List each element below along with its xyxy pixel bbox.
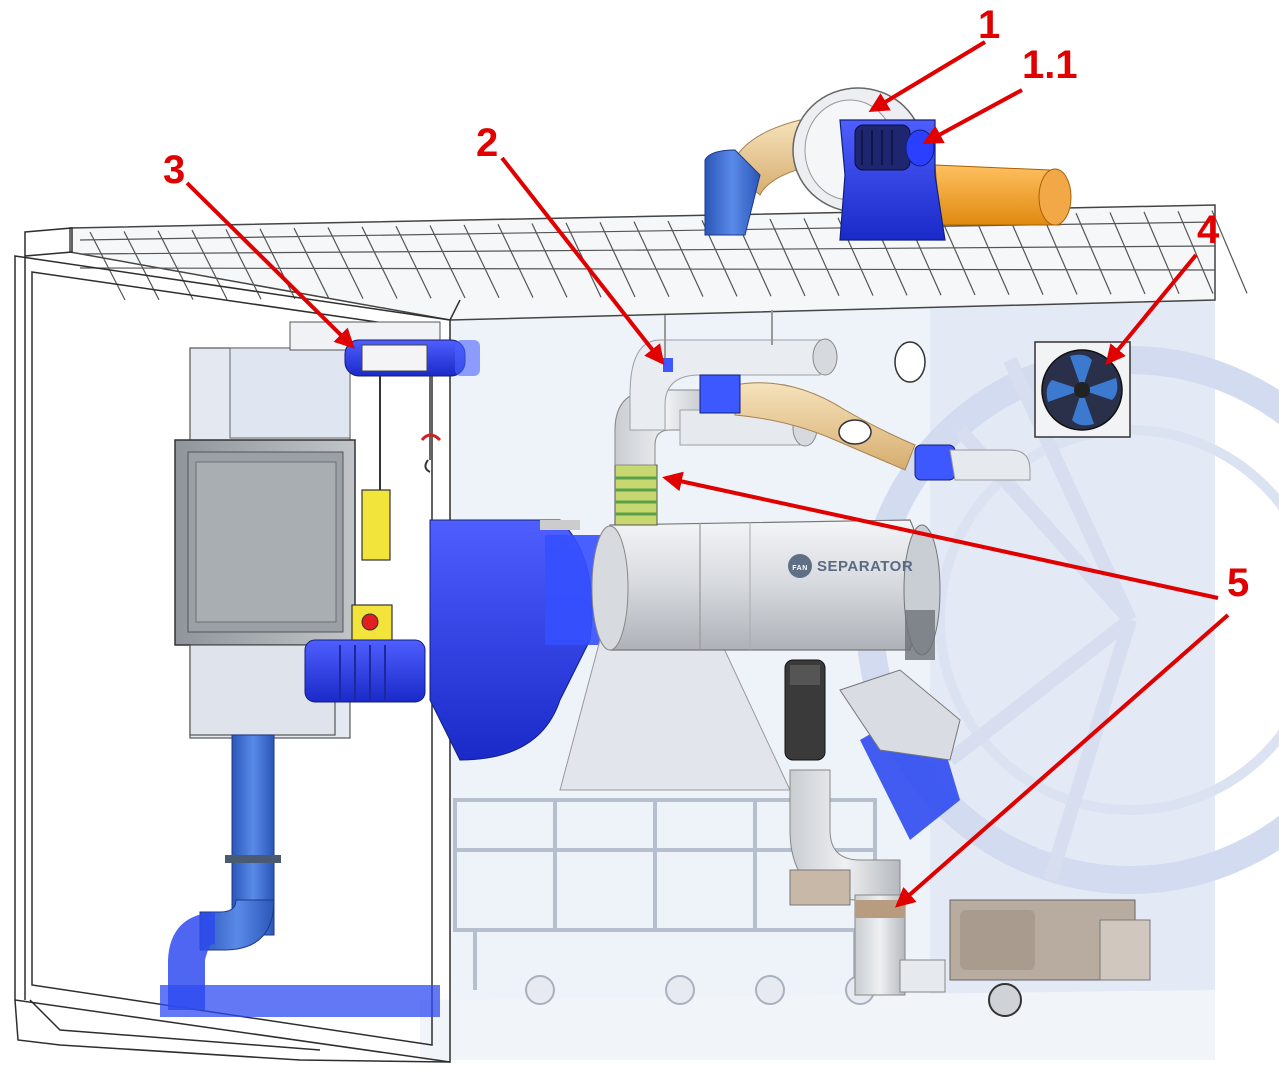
grating-slat [1177, 210, 1214, 294]
arrow-1-1 [922, 88, 1023, 144]
grating-slat [1041, 213, 1078, 295]
callout-4: 4 [1197, 208, 1220, 252]
wall-fan [1034, 341, 1131, 438]
callout-1-1: 1.1 [1022, 43, 1078, 87]
grating-slat [395, 225, 432, 299]
wall-opening [894, 341, 926, 383]
grating-slat [803, 218, 840, 297]
grating-slat [191, 229, 228, 300]
grating-slat [259, 228, 296, 300]
grating-slat [599, 221, 636, 298]
separator-logo [788, 554, 812, 578]
grating-slat [327, 227, 364, 299]
grating-slat [769, 218, 806, 297]
ducting [614, 310, 1031, 481]
callout-5: 5 [1227, 561, 1249, 605]
separator-brand-label: SEPARATOR [817, 558, 913, 575]
grating-slat [429, 225, 466, 299]
arrow-1 [868, 40, 987, 113]
callout-2: 2 [476, 121, 498, 165]
grating-slat [1109, 212, 1146, 295]
grating-slat [1075, 212, 1112, 295]
callout-3: 3 [163, 148, 185, 192]
callout-arrows [185, 40, 1230, 908]
grating-slat [497, 223, 534, 298]
grating-slat [1007, 214, 1044, 295]
discharge-chute [839, 669, 961, 840]
grating-slat [225, 229, 262, 300]
arrow-5b [894, 613, 1230, 908]
arrow-2 [500, 156, 665, 366]
grating-slat [939, 215, 976, 296]
grating-slat [531, 223, 568, 298]
grating-rail [79, 245, 1216, 255]
callout-1: 1 [978, 3, 1000, 47]
drain-pipe-left [160, 734, 440, 1017]
grating-slat [667, 220, 704, 297]
grating-slat [361, 226, 398, 299]
callout-labels: 1 1.1 2 3 4 5 [163, 3, 1249, 605]
separator-drum: FAN SEPARATOR [540, 464, 941, 791]
arrow-4 [1105, 253, 1198, 366]
grating-slat [123, 231, 160, 301]
pump-unit [789, 869, 1151, 1017]
grating-slat [973, 214, 1010, 296]
pump-pipe [789, 769, 946, 996]
arrow-3 [185, 181, 355, 349]
outlet-sleeve [784, 659, 826, 761]
arrow-5a [662, 471, 1219, 600]
grating-slat [1211, 210, 1248, 294]
grating-slat [633, 221, 670, 298]
separator-logo-text: FAN [792, 565, 808, 572]
grating-slat [89, 231, 126, 301]
grating-slat [463, 224, 500, 299]
grating-rail [79, 267, 1216, 271]
grating-slat [157, 230, 194, 300]
grating-slat [293, 227, 330, 300]
